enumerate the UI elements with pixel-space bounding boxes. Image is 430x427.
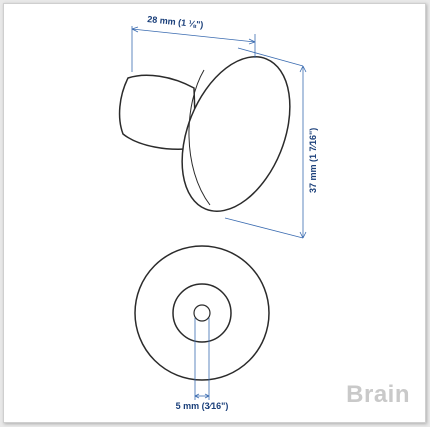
knob-front-view [134, 245, 270, 381]
width-dimension [131, 26, 256, 72]
knob-cap-edge [188, 69, 211, 206]
knob-side-view [118, 56, 291, 212]
product-drawing-card [3, 3, 426, 423]
hole-dimension [194, 318, 210, 400]
width-label: 28 mm (1 ⅛") [147, 14, 204, 30]
knob-cap [181, 56, 291, 212]
knob-stem [118, 74, 197, 150]
knob-outer-circle [134, 245, 270, 381]
knob-inner-circle [172, 283, 232, 343]
height-label: 37 mm (1 7⁄16") [308, 128, 318, 193]
brain-watermark-logo: Brain [346, 381, 410, 408]
hole-label: 5 mm (3⁄16") [176, 401, 229, 411]
screw-hole [193, 304, 211, 322]
height-dimension [224, 47, 307, 239]
